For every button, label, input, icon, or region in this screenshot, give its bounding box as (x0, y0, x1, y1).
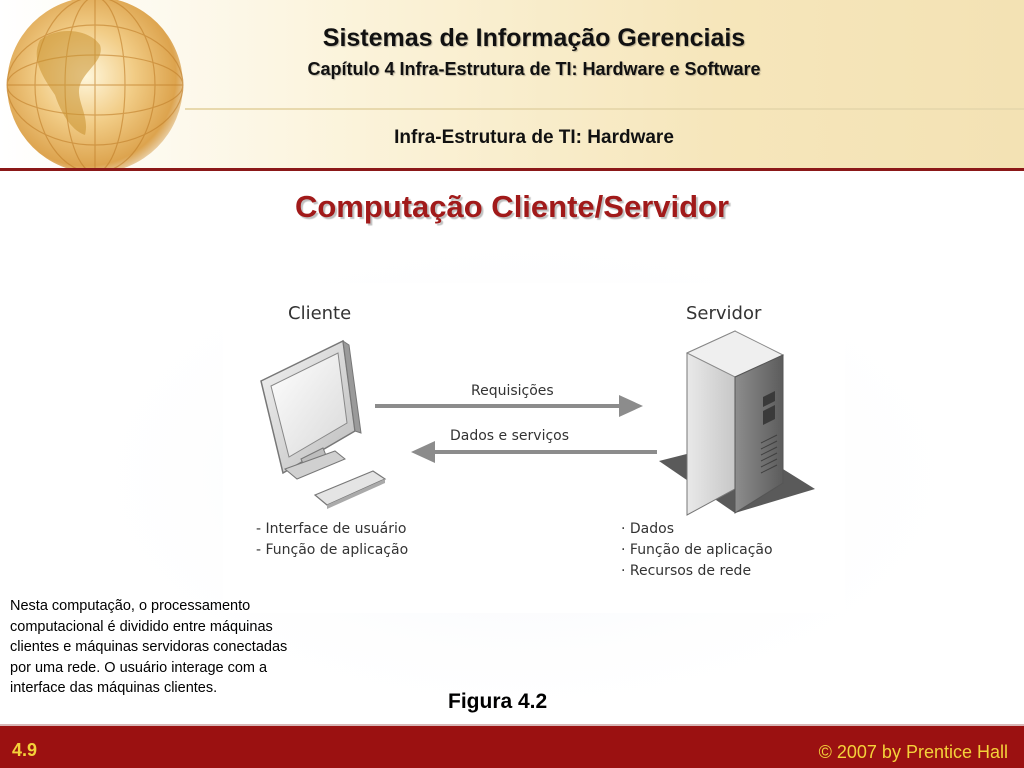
list-item: · Função de aplicação (621, 542, 773, 558)
presentation-title: Sistemas de Informação Gerenciais (322, 24, 746, 52)
requests-label: Requisições (471, 383, 554, 399)
list-item: · Recursos de rede (621, 563, 752, 579)
globe-icon (6, 0, 184, 170)
server-label: Servidor (686, 303, 762, 324)
slide-header: Sistemas de Informação Gerenciais Capítu… (0, 0, 1024, 170)
data-services-label: Dados e serviços (450, 428, 570, 444)
page-number: 4.9 (12, 740, 38, 760)
slide-description: Nesta computação, o processamento comput… (10, 598, 288, 696)
server-features-list: · Dados · Função de aplicação · Recursos… (621, 519, 773, 582)
client-label: Cliente (288, 303, 352, 324)
slide-heading: Computação Cliente/Servidor (294, 189, 730, 224)
copyright-notice: © 2007 by Prentice Hall (818, 742, 1008, 762)
server-tower-icon (659, 330, 815, 516)
client-features-list: - Interface de usuário - Função de aplic… (256, 519, 408, 561)
chapter-subtitle: Capítulo 4 Infra-Estrutura de TI: Hardwa… (307, 59, 761, 79)
list-item: - Interface de usuário (256, 521, 407, 537)
slide-footer (0, 724, 1024, 768)
list-item: · Dados (621, 521, 675, 537)
footer-rule (0, 724, 1024, 726)
responses-arrow (411, 441, 657, 463)
client-computer-icon (260, 339, 387, 509)
header-bottom-rule (0, 168, 1024, 171)
client-server-figure: Cliente Servidor Requisições Dados e ser… (223, 283, 845, 613)
list-item: - Função de aplicação (256, 542, 409, 558)
section-title: Infra-Estrutura de TI: Hardware (394, 127, 674, 148)
header-divider (185, 108, 1024, 110)
requests-arrow (375, 395, 643, 417)
figure-caption: Figura 4.2 (448, 690, 548, 713)
